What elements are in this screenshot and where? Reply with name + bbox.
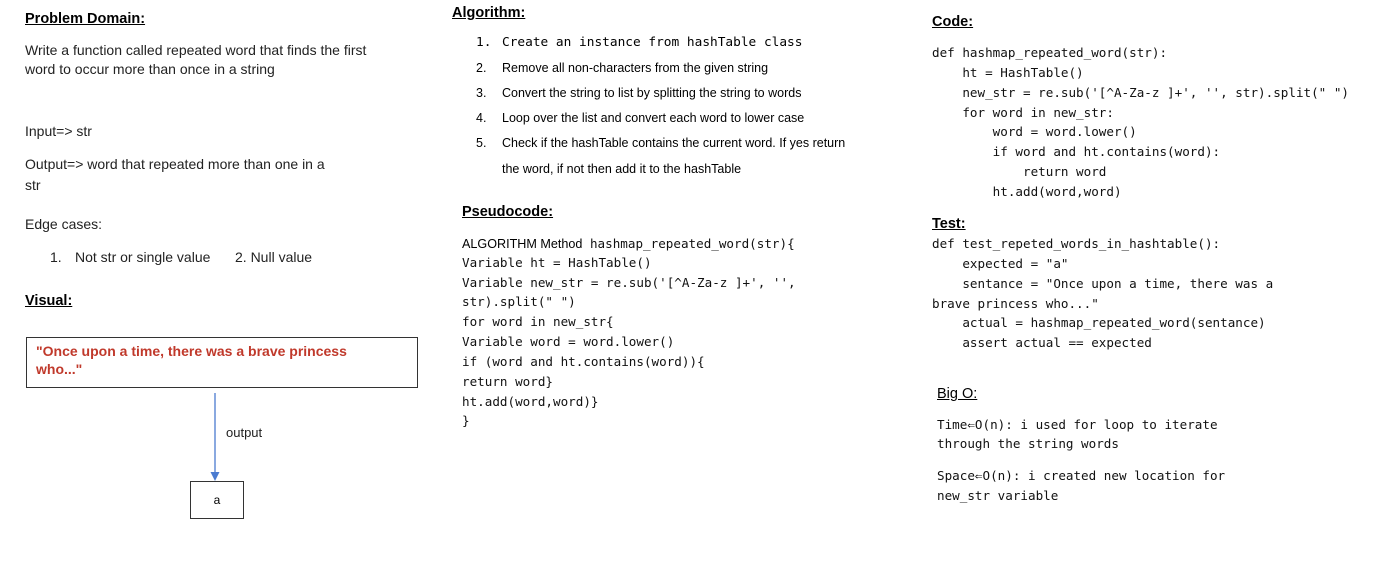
output-arrow-head: [210, 472, 220, 481]
test-heading: Test:: [932, 216, 966, 232]
time-complexity-line-1: Time⇐O(n): i used for loop to iterate: [937, 417, 1218, 432]
pseudocode-keyword: ALGORITHM Method: [462, 237, 583, 251]
pseudocode-line: Variable word = word.lower(): [462, 334, 675, 349]
algorithm-step-3: 3. Convert the string to list by splittin…: [476, 86, 801, 100]
algorithm-step-number: 3.: [476, 86, 487, 100]
test-line: actual = hashmap_repeated_word(sentance): [932, 315, 1266, 330]
test-line: expected = "a": [932, 256, 1069, 271]
pseudocode-line: ht.add(word,word)}: [462, 394, 599, 409]
code-line: word = word.lower(): [932, 124, 1137, 139]
space-complexity-line-1: Space⇐O(n): i created new location for: [937, 468, 1226, 483]
pseudocode-line: if (word and ht.contains(word)){: [462, 354, 705, 369]
pseudocode-heading: Pseudocode:: [462, 204, 554, 220]
output-result-value: a: [213, 493, 221, 507]
algorithm-step-2: 2. Remove all non-characters from the giv…: [476, 61, 768, 75]
output-label: output: [226, 425, 263, 440]
test-line: sentance = "Once upon a time, there was …: [932, 276, 1274, 291]
algorithm-step-5-continued: the word, if not then add it to the hash…: [502, 162, 742, 176]
problem-description-line-2: word to occur more than once in a string: [25, 61, 275, 77]
edge-cases-label: Edge cases:: [25, 216, 103, 232]
algorithm-step-1: 1. Create an instance from hashTable clas…: [476, 35, 802, 50]
code-line: return word: [932, 164, 1107, 179]
code-line: def hashmap_repeated_word(str):: [932, 45, 1168, 60]
code-line: new_str = re.sub('[^A-Za-z ]+', '', str)…: [932, 85, 1350, 100]
code-line: if word and ht.contains(word):: [932, 144, 1221, 159]
edge-case-2: 2. Null value: [235, 249, 313, 265]
algorithm-step-text: Convert the string to list by splitting …: [502, 86, 802, 100]
code-line: for word in new_str:: [932, 105, 1114, 120]
algorithm-step-number: 1.: [476, 35, 492, 50]
pseudocode-line: Variable new_str = re.sub('[^A-Za-z ]+',…: [462, 275, 796, 290]
algorithm-step-number: 5.: [476, 136, 487, 150]
code-line: ht = HashTable(): [932, 65, 1084, 80]
output-result-box: a: [190, 481, 244, 519]
output-spec-line-2: str: [25, 177, 41, 193]
big-o-heading: Big O:: [937, 386, 978, 402]
test-line: def test_repeted_words_in_hashtable():: [932, 236, 1221, 251]
algorithm-step-text: Loop over the list and convert each word…: [502, 111, 805, 125]
output-spec-line-1: Output=> word that repeated more than on…: [25, 156, 325, 172]
code-line: ht.add(word,word): [932, 184, 1122, 199]
algorithm-step-text: Remove all non-characters from the given…: [502, 61, 769, 75]
visual-heading: Visual:: [25, 293, 73, 309]
algorithm-step-4: 4. Loop over the list and convert each wo…: [476, 111, 804, 125]
test-line: brave princess who...": [932, 296, 1099, 311]
visual-input-text: "Once upon a time, there was a brave pri…: [36, 343, 347, 377]
pseudocode-line: return word}: [462, 374, 553, 389]
algorithm-step-text: Create an instance from hashTable class: [502, 35, 803, 50]
code-heading: Code:: [932, 14, 974, 30]
pseudocode-line: Variable ht = HashTable(): [462, 255, 652, 270]
output-arrow: [210, 393, 220, 481]
problem-domain-heading: Problem Domain:: [25, 11, 146, 27]
algorithm-step-5: 5. Check if the hashTable contains the cu…: [476, 136, 845, 150]
problem-description-line-1: Write a function called repeated word th…: [25, 42, 367, 58]
edge-case-1: Not str or single value: [75, 249, 211, 265]
pseudocode-line: str).split(" "): [462, 294, 576, 309]
visual-input-box: "Once upon a time, there was a brave pri…: [26, 337, 418, 388]
pseudocode-line: for word in new_str{: [462, 314, 614, 329]
input-spec: Input=> str: [25, 123, 92, 139]
algorithm-heading: Algorithm:: [452, 5, 526, 21]
algorithm-step-text: Check if the hashTable contains the curr…: [502, 136, 846, 150]
time-complexity-line-2: through the string words: [937, 436, 1119, 451]
algorithm-step-number: 4.: [476, 111, 487, 125]
algorithm-step-number: 2.: [476, 61, 487, 75]
space-complexity-line-2: new_str variable: [937, 488, 1059, 503]
pseudocode-line-1: ALGORITHM Method hashmap_repeated_word(s…: [462, 235, 795, 253]
test-line: assert actual == expected: [932, 335, 1152, 350]
pseudocode-signature: hashmap_repeated_word(str){: [582, 236, 795, 251]
pseudocode-line: }: [462, 413, 470, 428]
edge-case-1-number: 1.: [50, 249, 62, 265]
